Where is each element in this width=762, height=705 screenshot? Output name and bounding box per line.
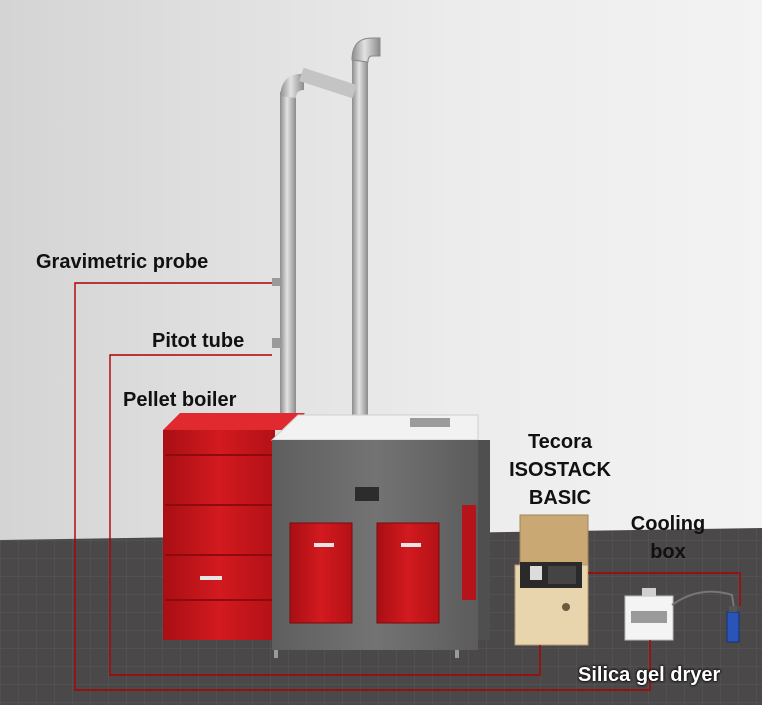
pitot-tube-line	[109, 354, 541, 676]
gravimetric-probe-line	[74, 282, 651, 691]
cooling-box-illustration	[624, 588, 736, 641]
label-silica-gel-dryer: Silica gel dryer	[578, 664, 721, 686]
label-tecora-isostack-basic: Tecora ISOSTACK BASIC	[500, 432, 620, 516]
label-tecora-line-1: Tecora	[527, 431, 593, 453]
label-tecora-line-3: BASIC	[528, 487, 592, 509]
label-cooling-box: Cooling box	[613, 514, 723, 570]
label-cooling-line-2: box	[650, 541, 686, 563]
sampling-lines	[74, 282, 741, 691]
boiler-cabinet-illustration	[270, 414, 490, 658]
label-pellet-boiler: Pellet boiler	[123, 389, 237, 411]
chimney-pipe	[272, 37, 381, 422]
label-cooling-line-1: Cooling	[630, 513, 706, 535]
pellet-boiler-illustration	[163, 413, 305, 640]
silica-gel-dryer-illustration	[726, 606, 740, 643]
label-tecora-line-2: ISOSTACK	[509, 459, 611, 481]
label-pitot-tube: Pitot tube	[152, 330, 245, 352]
label-gravimetric-probe: Gravimetric probe	[36, 251, 209, 273]
tecora-isostack-illustration	[514, 514, 589, 646]
analyzer-cooling-line	[588, 572, 741, 606]
